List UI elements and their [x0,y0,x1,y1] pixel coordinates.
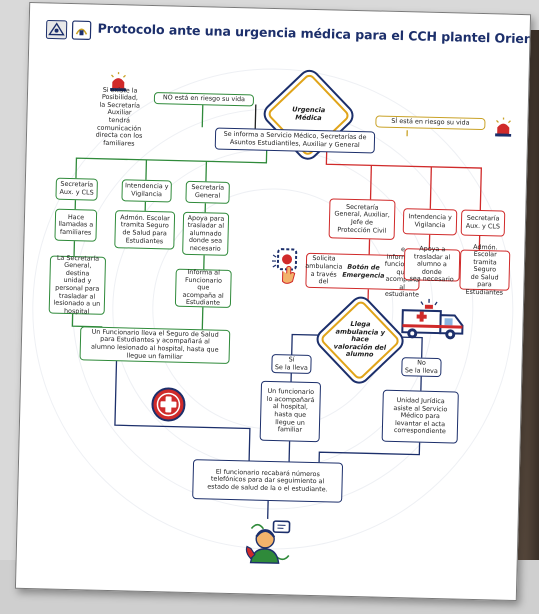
left-informa-funcionario: Informa al Funcionario que acompaña al E… [174,268,232,308]
right-admon-seguro: Admón. Escolar tramita Seguro de Salud p… [459,242,511,296]
left-action-llamadas: Hace llamadas a familiares [54,208,98,242]
flow-connectors [71,103,482,519]
right-head-intendencia: Intendencia y Vigilancia [402,208,458,236]
emergency-button-icon [271,248,298,284]
solicita-text-pre: Solicita ambulancia a través del [305,254,343,286]
no-se-la-lleva-box: No Se la lleva [401,357,442,378]
unam-logo-icon [45,19,68,40]
left-head-aux-cls: Secretaría Aux. y CLS [55,177,98,201]
left-head-intendencia: Intendencia y Vigilancia [121,179,172,203]
left-action-apoya: Apoya para trasladar al alumnado donde s… [182,211,230,256]
poster-header: Protocolo ante una urgencia médica para … [41,17,531,55]
no-action-unidad-juridica: Unidad Jurídica asiste al Servicio Médic… [381,389,459,444]
alarm-siren-icon [110,72,127,92]
inform-services-box: Se informa a Servicio Médico, Secretaría… [214,127,376,154]
ambulancia-valoracion-diamond: Llega ambulancia y hace valoración del a… [319,299,402,382]
emergency-button-text: Botón de Emergencia [342,262,385,280]
left-action-seguro: Admón. Escolar tramita Seguro de Salud p… [114,210,176,250]
ambulance-icon [401,298,464,340]
right-head-aux-cls: Secretaría Aux. y CLS [460,209,506,237]
right-head-sec-general: Secretaría General, Auxiliar, Jefe de Pr… [328,198,396,240]
left-sec-general-unit: La Secretaría General, destina unidad y … [48,254,107,315]
urgencia-medica-label: Urgencia Médica [292,105,326,123]
cch-logo-icon [71,20,92,41]
protocol-poster: Protocolo ante una urgencia médica para … [14,1,532,602]
ambulancia-valoracion-label: Llega ambulancia y hace valoración del a… [333,319,387,359]
si-se-la-lleva-box: Sí Se la lleva [271,353,312,374]
si-action-acompanara: Un funcionario lo acompañará al hospital… [259,380,322,443]
left-funcionario-seguro: Un Funcionario lleva el Seguro de Salud … [79,326,231,364]
right-apoya-trasladar: Apoya a trasladar al alumno a donde sea … [403,245,461,284]
final-followup-box: El funcionario recabará números telefóni… [192,459,344,503]
first-aid-icon [151,387,186,422]
left-head-sec-general: Secretaría General [185,180,230,204]
call-center-agent-icon [245,520,291,564]
family-contact-box: Si existe la Posibilidad, la Secretaría … [95,85,143,148]
no-risk-box: NO está en riesgo su vida [153,92,255,107]
alarm-siren-icon [495,117,512,137]
